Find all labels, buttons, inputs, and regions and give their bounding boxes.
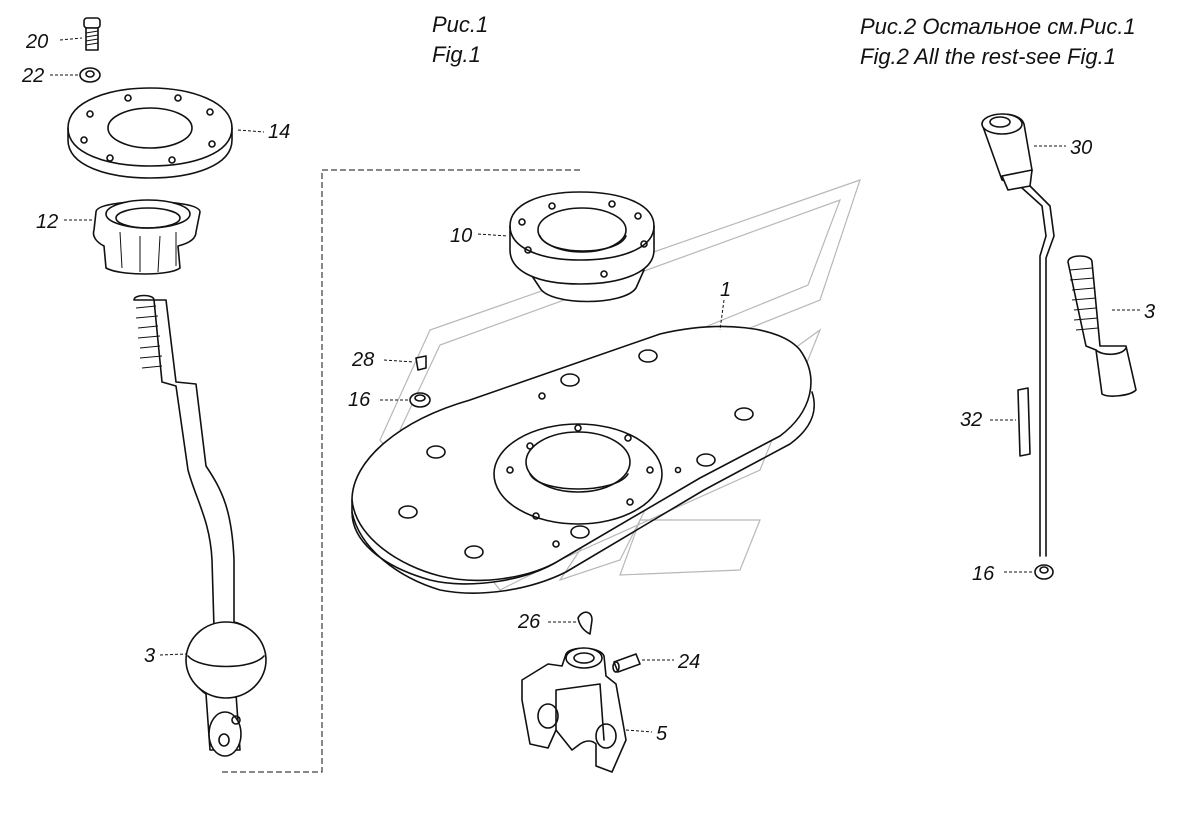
pin-part-32	[1017, 387, 1031, 457]
callout-12: 12	[36, 211, 58, 233]
leader-lines	[50, 37, 1140, 733]
flange-cover-part-10	[509, 191, 655, 303]
callout-14: 14	[268, 121, 290, 143]
figure-2-caption-ru: Рис.2 Остальное см.Рис.1	[860, 14, 1136, 39]
bolt-part-20	[83, 17, 101, 51]
plug-part-16-middle	[409, 392, 431, 408]
washer-part-22	[79, 67, 101, 83]
callout-22: 22	[21, 65, 44, 87]
figure-1-caption-en: Fig.1	[432, 42, 481, 67]
callout-26: 26	[517, 611, 541, 633]
plug-part-16-right	[1034, 564, 1054, 580]
callout-32: 32	[960, 409, 982, 431]
figure-2-caption-en: Fig.2 All the rest-see Fig.1	[860, 44, 1116, 69]
callout-28: 28	[351, 349, 374, 371]
callout-20: 20	[25, 31, 48, 53]
callout-5: 5	[656, 723, 668, 745]
callout-24: 24	[677, 651, 700, 673]
callout-3-left: 3	[144, 645, 155, 667]
pin-part-28	[415, 355, 427, 371]
callout-30: 30	[1070, 137, 1092, 159]
flange-plate-part-14	[67, 87, 233, 179]
fork-part-5	[521, 647, 627, 773]
callout-1: 1	[720, 279, 731, 301]
key-part-26	[577, 611, 593, 635]
pin-part-24	[612, 653, 641, 673]
callout-16-right: 16	[972, 563, 995, 585]
knob-part-30	[981, 113, 1033, 191]
callout-3-right: 3	[1144, 301, 1155, 323]
callout-10: 10	[450, 225, 472, 247]
figure-1-caption-ru: Рис.1	[432, 12, 489, 37]
assembly-frame-dashed	[222, 169, 580, 773]
housing-plate-part-1	[351, 325, 815, 594]
rod-assembly	[1021, 185, 1055, 557]
bushing-part-12	[92, 199, 201, 275]
lever-end-part-3	[1067, 255, 1137, 397]
gear-lever-part-3	[133, 294, 267, 757]
callout-16-middle: 16	[348, 389, 371, 411]
